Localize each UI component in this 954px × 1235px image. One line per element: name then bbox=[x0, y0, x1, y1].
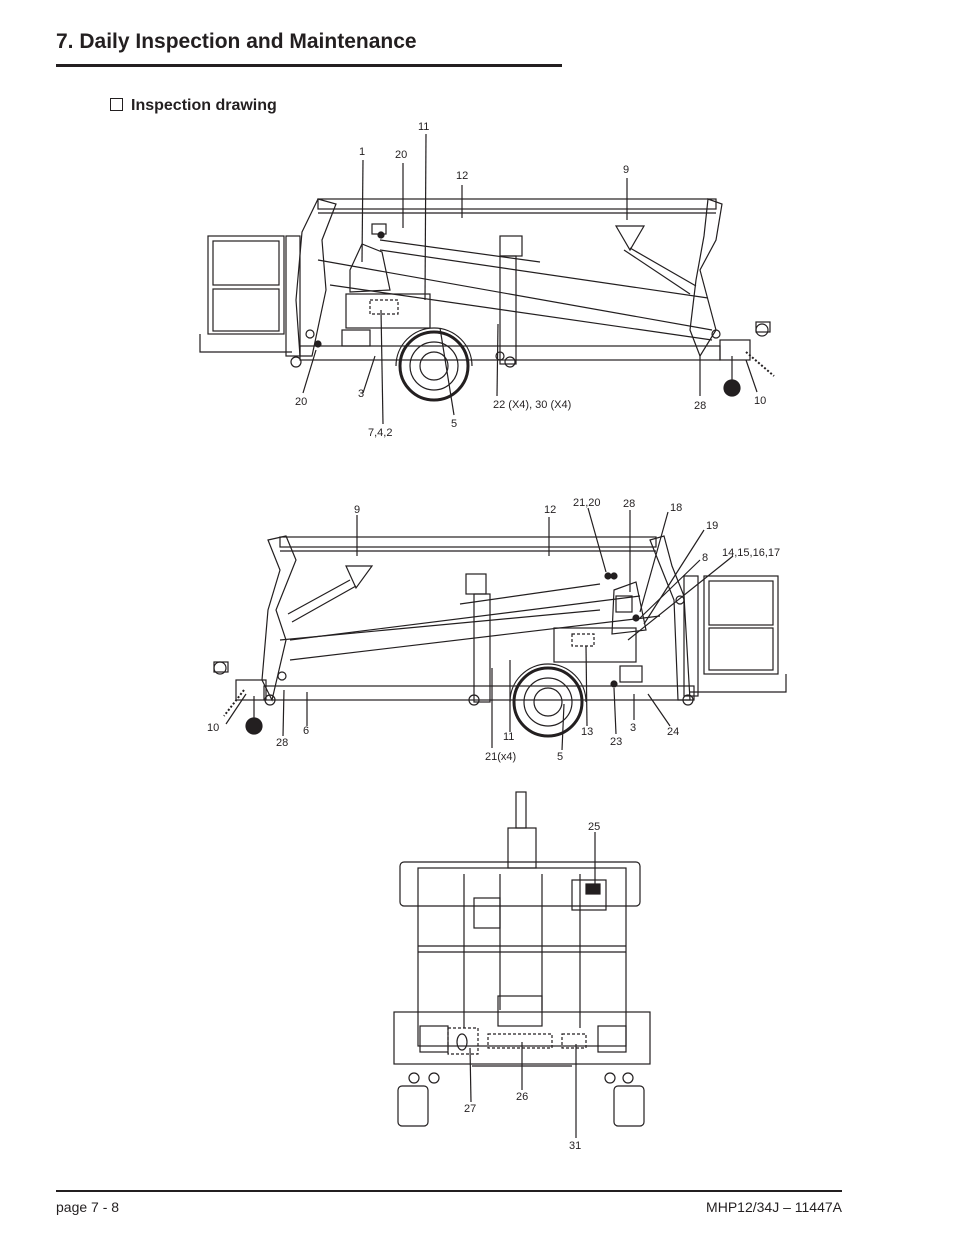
footer-rule bbox=[56, 1190, 842, 1192]
callout: 31 bbox=[569, 1140, 581, 1152]
callout: 21(x4) bbox=[485, 751, 516, 763]
title-underline bbox=[56, 64, 562, 67]
callout: 6 bbox=[303, 725, 309, 737]
callout: 20 bbox=[295, 396, 307, 408]
section-heading: Inspection drawing bbox=[110, 97, 277, 115]
figure-1-callouts: 1 20 11 12 9 20 3 7,4,2 5 22 (X4), 30 (X… bbox=[295, 121, 766, 439]
callout: 3 bbox=[358, 388, 364, 400]
callout: 13 bbox=[581, 726, 593, 738]
engine-cover bbox=[345, 293, 431, 329]
callout: 12 bbox=[544, 504, 556, 516]
callout: 20 bbox=[395, 149, 407, 161]
figure-1-side-view bbox=[199, 133, 775, 425]
callout: 10 bbox=[207, 722, 219, 734]
callout: 28 bbox=[623, 498, 635, 510]
callout: 1 bbox=[359, 146, 365, 158]
callout: 19 bbox=[706, 520, 718, 532]
callout: 7,4,2 bbox=[368, 427, 392, 439]
callout: 18 bbox=[670, 502, 682, 514]
callout: 26 bbox=[516, 1091, 528, 1103]
callout: 9 bbox=[623, 164, 629, 176]
callout: 28 bbox=[276, 737, 288, 749]
callout: 5 bbox=[557, 751, 563, 763]
figure-3-callouts: 25 27 26 31 bbox=[464, 821, 600, 1152]
platform-basket bbox=[703, 575, 779, 675]
callout: 11 bbox=[418, 121, 429, 133]
top-boom bbox=[279, 536, 657, 548]
top-boom bbox=[317, 198, 717, 210]
callout: 11 bbox=[503, 731, 514, 743]
wheel bbox=[398, 330, 470, 402]
page-title: 7. Daily Inspection and Maintenance bbox=[56, 30, 417, 53]
platform-basket bbox=[207, 235, 285, 335]
callout: 3 bbox=[630, 722, 636, 734]
callout: 21,20 bbox=[573, 497, 601, 509]
callout: 9 bbox=[354, 504, 360, 516]
callout: 27 bbox=[464, 1103, 476, 1115]
callout: 25 bbox=[588, 821, 600, 833]
section-title: Inspection drawing bbox=[131, 97, 277, 114]
document-id: MHP12/34J – 11447A bbox=[706, 1199, 842, 1215]
wheel bbox=[512, 666, 584, 738]
callout: 12 bbox=[456, 170, 468, 182]
callout: 10 bbox=[754, 395, 766, 407]
page-number: page 7 - 8 bbox=[56, 1199, 120, 1215]
callout: 22 (X4), 30 (X4) bbox=[493, 399, 571, 411]
callout: 24 bbox=[667, 726, 679, 738]
callout: 5 bbox=[451, 418, 457, 430]
callout: 28 bbox=[694, 400, 706, 412]
callout: 14,15,16,17 bbox=[722, 547, 780, 559]
callout: 23 bbox=[610, 736, 622, 748]
rear-wheel-right bbox=[613, 1085, 645, 1127]
chassis-frame bbox=[299, 345, 721, 361]
engine-cover bbox=[553, 627, 637, 663]
rear-frame bbox=[417, 867, 627, 1047]
rear-wheel-left bbox=[397, 1085, 429, 1127]
figure-2-side-view bbox=[213, 507, 787, 751]
checkbox-square-icon bbox=[110, 98, 123, 111]
figure-2-callouts: 9 12 21,20 28 18 19 8 14,15,16,17 10 28 … bbox=[207, 497, 780, 763]
callout: 8 bbox=[702, 552, 708, 564]
figure-3-rear-view bbox=[393, 791, 651, 1138]
